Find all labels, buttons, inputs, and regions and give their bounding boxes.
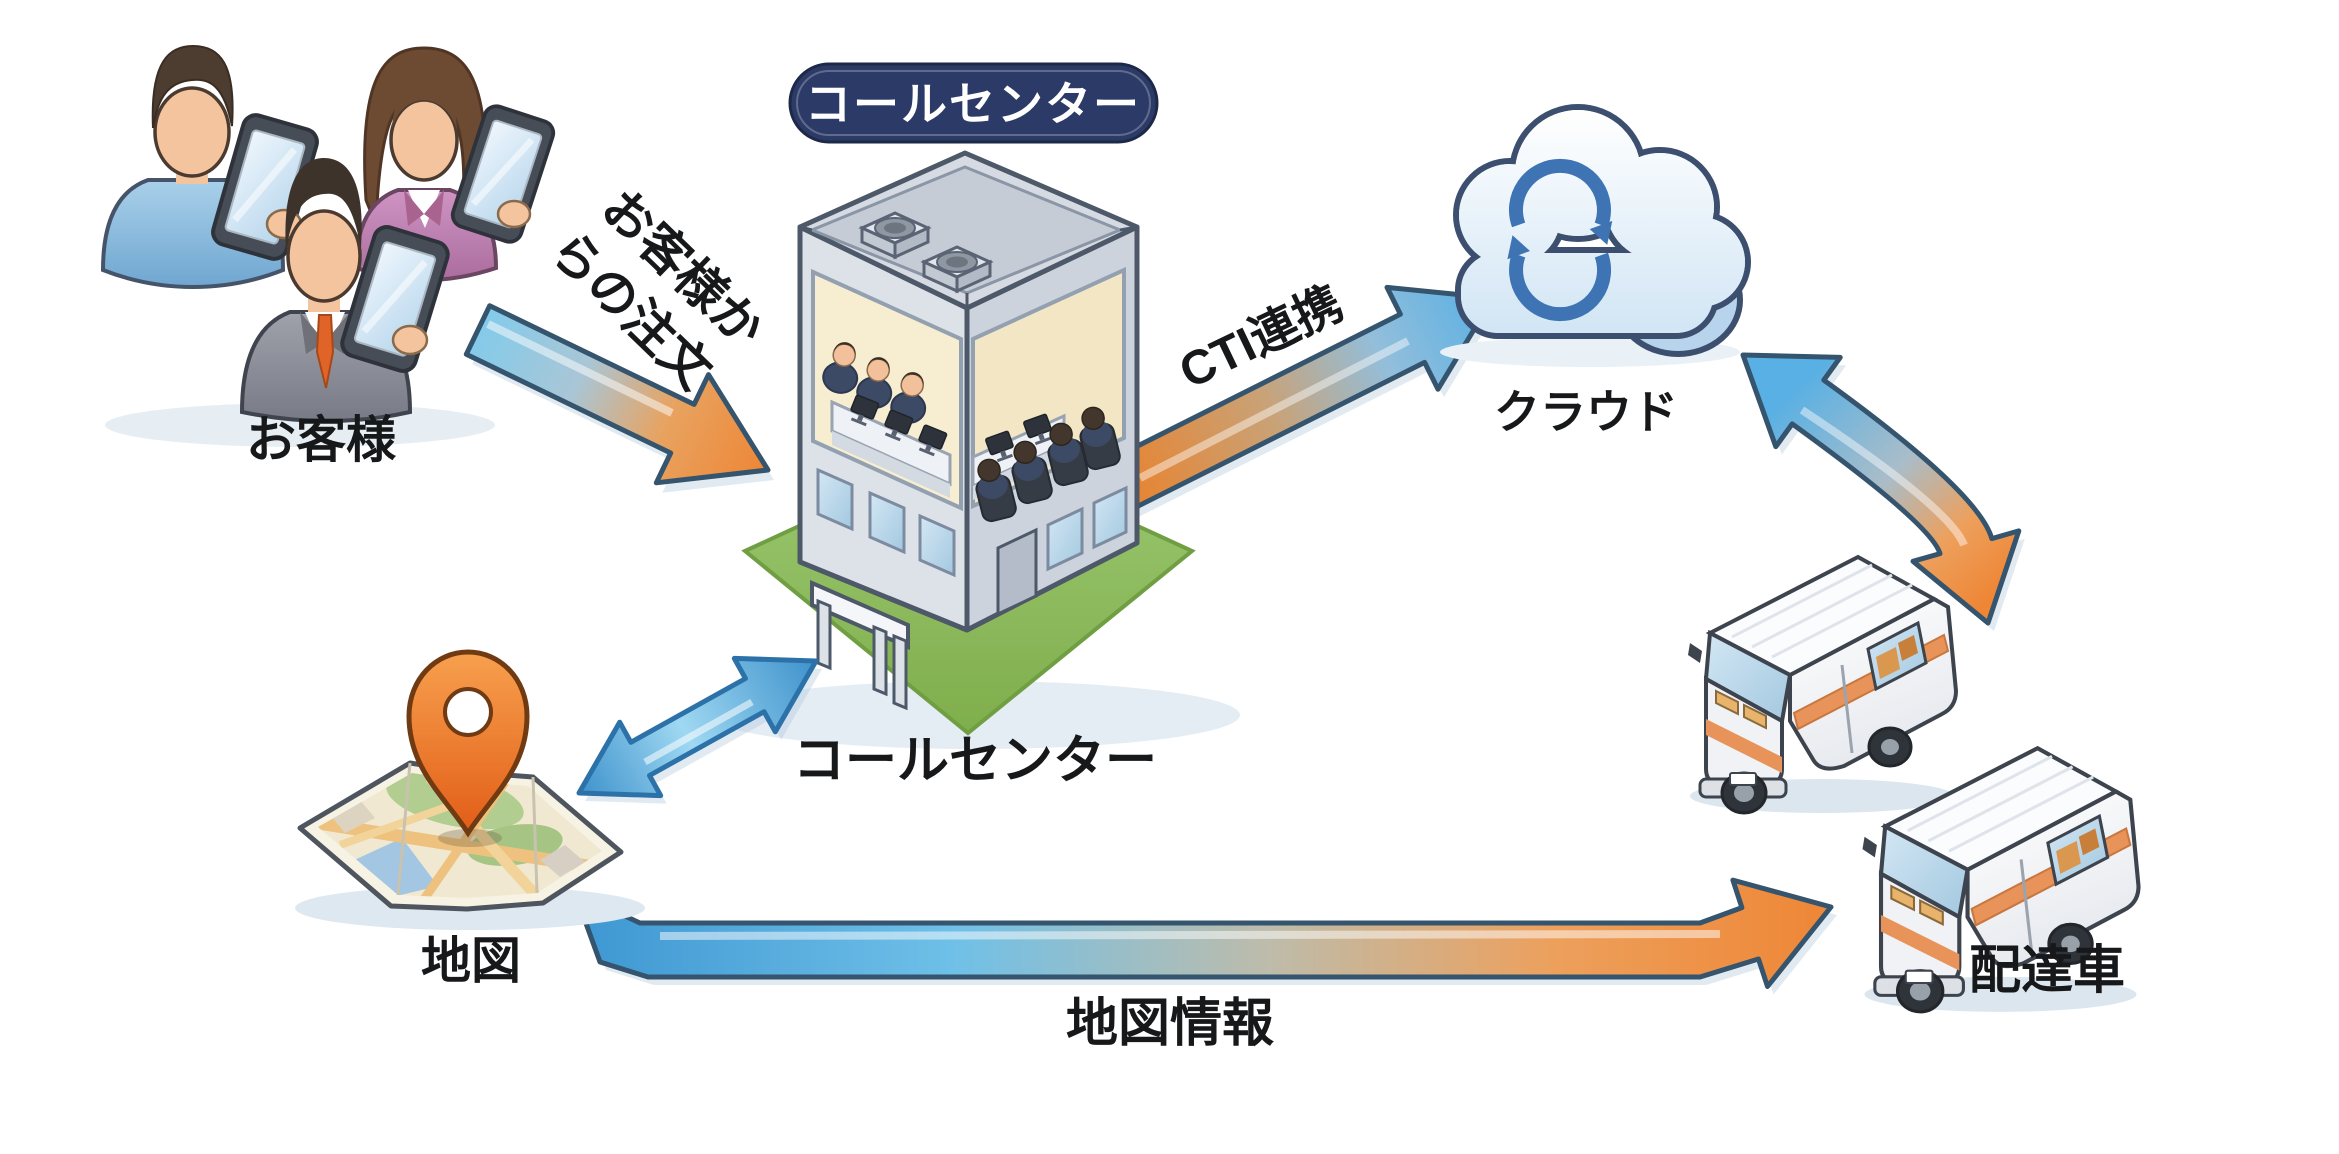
face	[389, 98, 459, 182]
roof-ac-unit	[858, 211, 932, 260]
order-arrow	[463, 303, 774, 493]
face	[286, 209, 362, 303]
customers-label: お客様	[246, 412, 397, 468]
hand	[391, 324, 429, 356]
hair	[285, 158, 362, 250]
building-window	[1046, 506, 1084, 572]
arrow-highlight	[659, 930, 1721, 940]
blouse	[408, 190, 440, 228]
cloud-delivery-arrow	[1740, 352, 2025, 631]
lapel	[404, 190, 424, 226]
arrow-highlight	[486, 320, 674, 417]
customer-man-suit	[239, 158, 451, 423]
building-window	[1092, 485, 1128, 550]
map-pin-icon	[406, 649, 530, 838]
roof-ac-unit	[920, 245, 994, 294]
cti-arrow	[1105, 284, 1499, 518]
cloud-icon	[1440, 104, 1751, 367]
hand	[496, 199, 532, 229]
tie	[315, 314, 335, 389]
customer-woman	[353, 46, 556, 283]
building-window	[816, 467, 854, 532]
hair	[151, 44, 234, 129]
pin-shadow	[438, 829, 502, 847]
office-interior	[819, 338, 1123, 524]
delivery-label: 配達車	[1969, 942, 2125, 1000]
arrow-highlight	[1138, 337, 1410, 482]
building-window	[918, 513, 956, 578]
map-label: 地図	[421, 933, 521, 989]
map-info-arrow-label: 地図情報	[1066, 995, 1274, 1053]
office-desk-front	[832, 431, 950, 498]
hair-bangs	[392, 84, 457, 130]
entrance-canopy	[810, 579, 910, 711]
badge-label: コールセンター	[805, 78, 1141, 130]
sync-icon	[1507, 158, 1613, 322]
arrow-highlight	[1799, 406, 1968, 547]
map-info-arrow	[572, 877, 1837, 995]
cloud-label: クラウド	[1494, 386, 1678, 438]
delivery-van-icon	[1686, 555, 1958, 815]
roof-rim	[799, 225, 1138, 308]
badge-pill	[788, 62, 1159, 144]
lapel	[424, 190, 444, 226]
arrow-highlight	[643, 698, 754, 766]
call-center-label: コールセンター	[793, 732, 1157, 790]
badge-pill-inner	[796, 70, 1151, 136]
map-icon	[295, 649, 645, 930]
map-folds	[396, 762, 539, 896]
building-windows	[816, 467, 1128, 578]
building-window	[868, 490, 906, 555]
building-door	[996, 527, 1038, 617]
map-link-arrow	[576, 655, 822, 804]
call-center-building-icon	[710, 150, 1240, 749]
customers-icon	[100, 44, 556, 447]
map-pin-hole	[443, 687, 493, 737]
face	[153, 86, 231, 178]
call-center-badge: コールセンター	[788, 62, 1159, 144]
